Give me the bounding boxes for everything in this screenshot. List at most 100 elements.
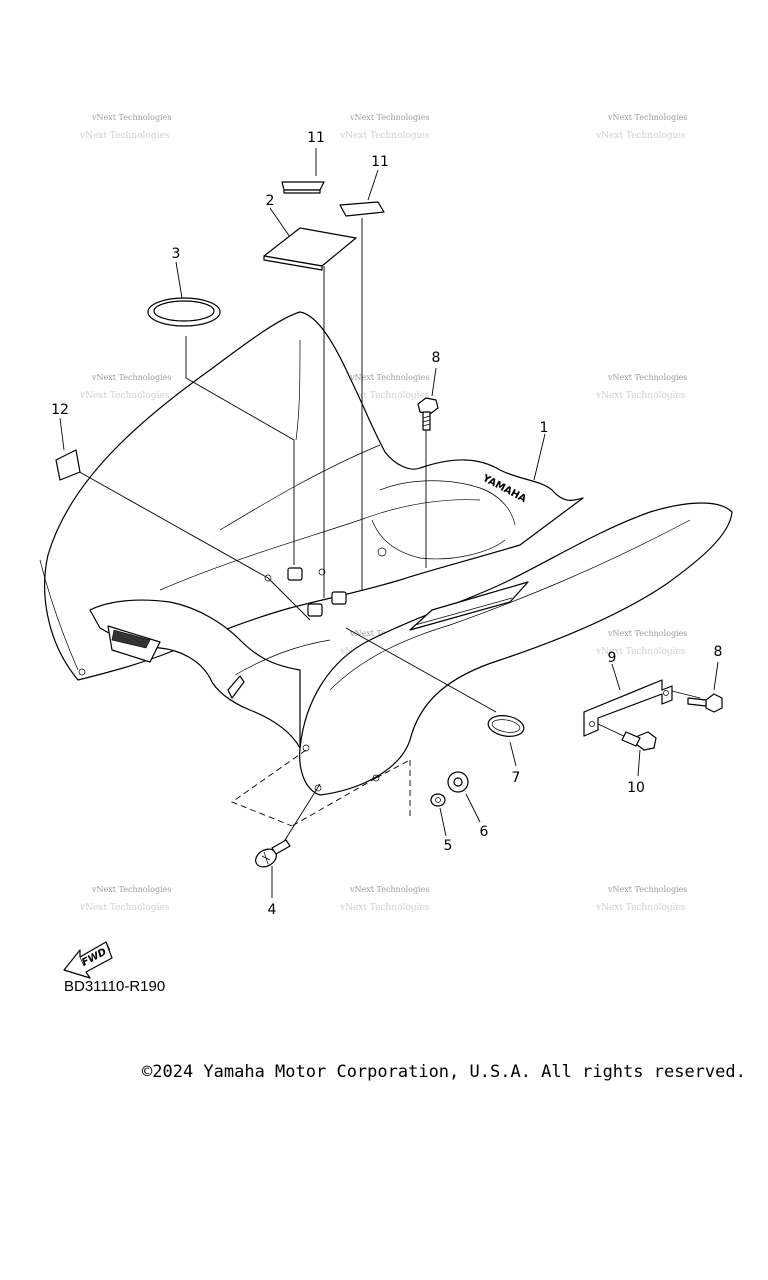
watermark-shadow: vNext Technologies [339,903,430,913]
watermark: vNext Technologies [607,373,687,382]
pad-part-11 [281,181,325,191]
cover-lower-tunnel [89,599,301,749]
leader-line [439,807,447,837]
leader-line [465,793,481,823]
watermark-shadow: vNext Technologies [595,647,686,657]
cover-vent-line [414,597,513,626]
leader-line [597,723,629,739]
watermark: vNext Technologies [91,373,171,382]
callout-label: 5 [444,838,453,854]
leader-line [533,433,546,481]
watermark-shadow: vNext Technologies [339,131,430,141]
cover-notch [227,675,245,699]
grommet-part-7 [487,715,525,737]
cover-contour [295,339,301,441]
mounting-hole [314,784,322,792]
watermark-shadow: vNext Technologies [595,903,686,913]
cover-contour [234,639,331,676]
leader-line [75,469,311,621]
callout-label: 7 [512,770,521,786]
watermark: vNext Technologies [607,885,687,894]
collar-part-6-hole [453,777,463,787]
callout-label: 6 [480,824,489,840]
leader-line [59,417,65,451]
watermark: vNext Technologies [91,885,171,894]
cover-contour [379,480,516,526]
pad-part-11 [339,201,385,217]
grommet-part-7-inner [491,719,521,733]
callout-label: 11 [307,130,325,146]
callout-label: 8 [432,350,441,366]
plate-part-2-edge [263,255,323,271]
watermark-shadow: vNext Technologies [595,131,686,141]
leader-line [509,741,517,767]
watermark: vNext Technologies [607,113,687,122]
copyright-notice: ©2024 Yamaha Motor Corporation, U.S.A. A… [142,1062,746,1082]
cover-body: YAMAHA [39,311,733,796]
bracket-part-9-hole [663,690,669,696]
cover-contour [371,519,506,560]
callout-label: 9 [608,650,617,666]
body-clip [331,591,347,605]
watermark: vNext Technologies [349,885,429,894]
leader-line [269,207,293,241]
bolt-part-8-thread [422,415,431,427]
dashed-plane [291,777,377,827]
leader-line [611,663,621,691]
pad-part-11 [283,189,321,194]
callout-label: 8 [714,644,723,660]
seal-ring-part-3-inner [153,300,215,322]
mounting-hole [302,744,310,752]
bolt-part-10-shank [621,731,641,747]
leader-line [667,689,701,699]
watermark: vNext Technologies [349,113,429,122]
watermark: vNext Technologies [349,373,429,382]
screw-part-4-slot [261,851,271,865]
callout-label: 2 [266,193,275,209]
cover-left-wing [44,311,584,681]
leader-line [713,661,719,691]
loose-parts [55,181,723,868]
cover-contour [219,444,381,531]
fwd-arrow-icon: FWD [63,941,113,979]
callout-label: 10 [627,780,645,796]
bracket-part-9-hole [589,721,595,727]
pad-part-12 [55,449,81,481]
dashed-plane [375,759,411,779]
leader-line [175,261,183,299]
callout-label: 11 [371,154,389,170]
cover-contour [39,559,79,671]
watermark-shadow: vNext Technologies [339,391,430,401]
cover-front-duct-grill [111,629,151,649]
watermark: vNext Technologies [91,113,171,122]
bolt-part-8-shank [687,697,707,707]
bolt-part-8 [417,397,439,415]
callouts: 11 11 2 3 8 12 1 9 8 10 7 6 5 4 [51,130,722,918]
leader-line [345,627,497,713]
mounting-hole [78,668,86,676]
leader-line [185,336,295,565]
mounting-hole [318,568,326,576]
body-clip [307,603,323,617]
callout-label: 3 [172,246,181,262]
mounting-hole [377,547,387,557]
watermark-shadow: vNext Technologies [79,391,170,401]
watermark-shadow: vNext Technologies [79,903,170,913]
leader-line [279,783,321,849]
washer-part-5 [430,793,446,807]
watermark-shadow: vNext Technologies [79,131,170,141]
leader-line [367,169,379,201]
cover-contour [159,499,481,591]
diagram-code: BD31110-R190 [64,978,166,995]
leader-line [431,367,437,397]
mounting-hole [264,574,272,582]
washer-part-5-hole [435,797,441,803]
watermark: vNext Technologies [607,629,687,638]
body-clip [287,567,303,581]
leader-lines [59,148,719,898]
bolt-part-8 [705,693,723,713]
callout-label: 12 [51,402,69,418]
watermark-shadow: vNext Technologies [595,391,686,401]
cover-contour [329,519,691,691]
